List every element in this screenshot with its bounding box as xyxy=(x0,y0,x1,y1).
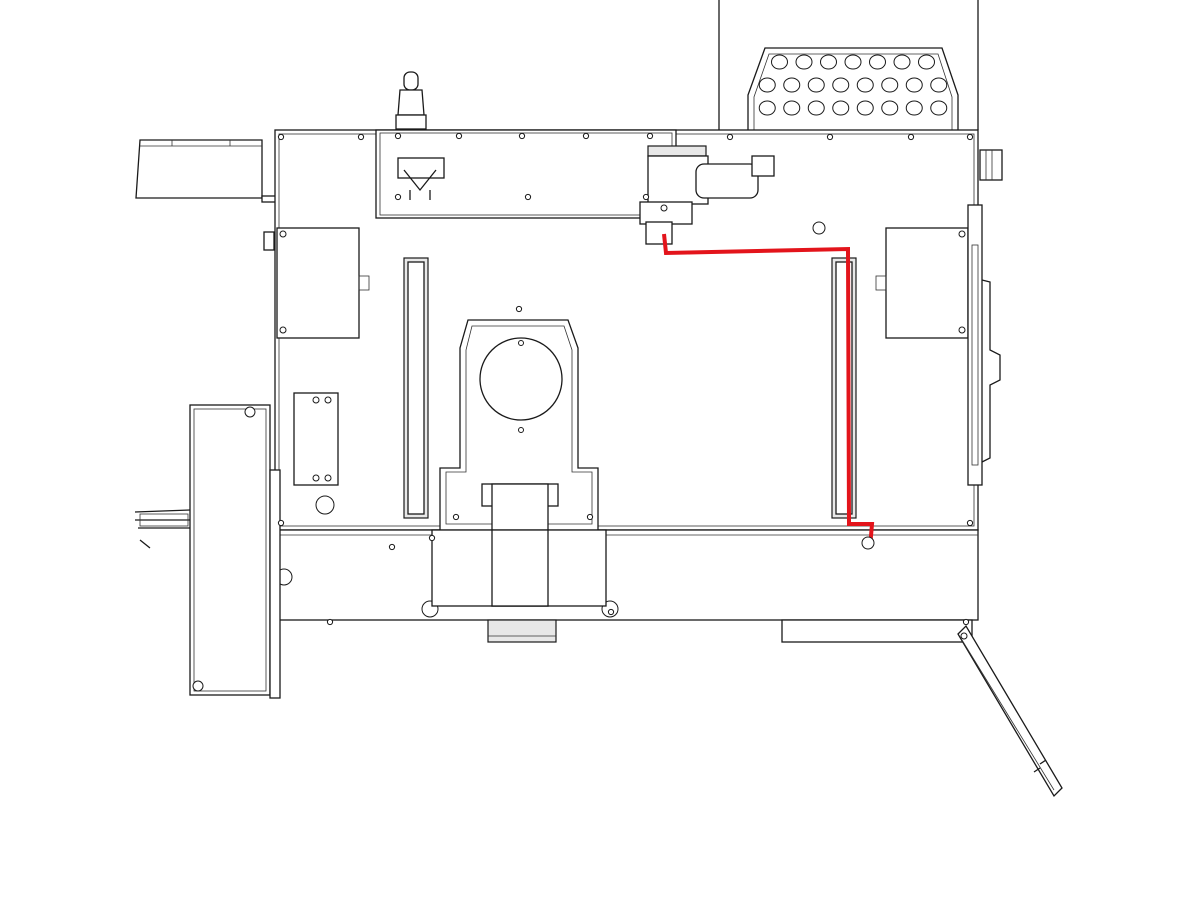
vent-hole xyxy=(856,77,874,93)
main-panel xyxy=(274,129,979,531)
vent-hole xyxy=(820,54,837,70)
terminal-plate xyxy=(293,392,339,515)
screw xyxy=(277,519,285,527)
screw xyxy=(726,133,734,141)
vent-hole xyxy=(758,100,776,116)
vent-hole xyxy=(905,77,923,93)
vent-holes xyxy=(758,54,948,116)
vent-hole xyxy=(905,100,923,116)
support-arm xyxy=(957,624,1063,798)
left-access-panel xyxy=(276,227,370,339)
screw xyxy=(582,132,590,140)
center-drum-assembly xyxy=(431,319,607,607)
screw xyxy=(907,133,915,141)
motor-gear-assembly xyxy=(639,145,775,245)
left-slot xyxy=(403,257,429,519)
left-side-box xyxy=(134,404,281,699)
vent-hole xyxy=(832,100,850,116)
vent-hole xyxy=(771,54,788,70)
vent-hole xyxy=(807,100,825,116)
screw xyxy=(607,608,615,616)
screw xyxy=(452,513,460,521)
vent-hole xyxy=(807,77,825,93)
screw xyxy=(524,193,532,201)
vent-hole xyxy=(918,54,935,70)
screw xyxy=(515,305,523,313)
vent-hole xyxy=(930,100,948,116)
left-upper-tray xyxy=(135,139,277,251)
vent-hole xyxy=(783,77,801,93)
right-slot xyxy=(831,257,857,519)
screw xyxy=(357,133,365,141)
screw xyxy=(518,132,526,140)
screw xyxy=(586,513,594,521)
vent-hole xyxy=(930,77,948,93)
top-knob xyxy=(395,71,427,130)
highlighted-wire-route xyxy=(662,233,875,549)
vent-hole xyxy=(783,100,801,116)
wire-endpoint-connector xyxy=(861,536,875,550)
vent-panel xyxy=(718,0,979,130)
right-access-panel xyxy=(875,227,969,339)
screw xyxy=(388,543,396,551)
inset-bracket xyxy=(397,157,445,200)
indicator-hole xyxy=(812,221,826,235)
screw xyxy=(394,193,402,201)
vent-hole xyxy=(869,54,886,70)
vent-hole xyxy=(856,100,874,116)
vent-hole xyxy=(844,54,862,70)
screw xyxy=(277,133,285,141)
screw xyxy=(962,618,970,626)
vent-hole xyxy=(881,100,899,116)
screw xyxy=(326,618,334,626)
screw xyxy=(826,133,834,141)
vent-hole xyxy=(795,54,813,70)
screw xyxy=(966,133,974,141)
right-side-rail xyxy=(967,149,1003,486)
panel-screws xyxy=(277,132,974,626)
screw xyxy=(394,132,402,140)
vent-hole xyxy=(758,77,776,93)
screw xyxy=(428,534,436,542)
screw xyxy=(646,132,654,140)
vent-hole xyxy=(832,77,850,93)
vent-hole xyxy=(881,77,899,93)
screw xyxy=(455,132,463,140)
screw xyxy=(966,519,974,527)
screw xyxy=(642,193,650,201)
vent-hole xyxy=(893,54,911,70)
